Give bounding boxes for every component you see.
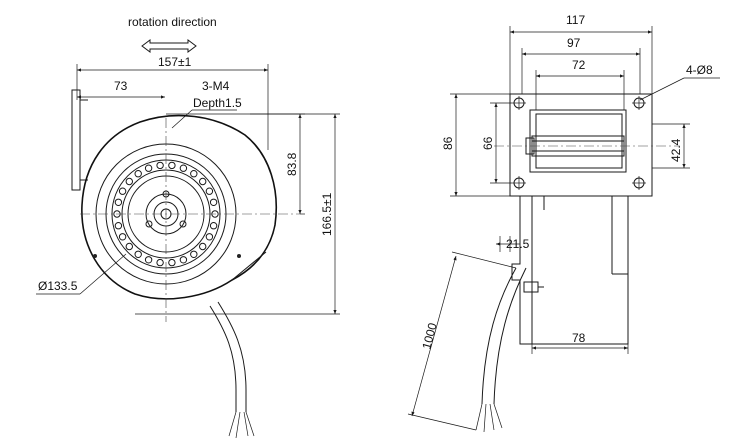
vent-hole [190,170,198,178]
dim-side-42: 42.4 [669,138,683,162]
dim-side-72: 72 [572,58,586,72]
vent-hole [199,242,207,251]
vent-hole [114,222,123,230]
dim-total-height-166: 166.5±1 [320,192,334,236]
dim-side-117: 117 [566,13,585,27]
vent-hole [190,250,198,259]
holes-label: 3-M4 [202,79,230,93]
vent-hole [134,250,142,259]
dim-side-78: 78 [572,331,586,345]
vent-hole [179,164,188,172]
mount-holes-label: 4-Ø8 [686,63,713,77]
vent-hole [205,233,214,241]
dim-side-66: 66 [481,136,495,150]
dim-cable-1000: 1000 [419,321,440,351]
vent-hole [114,198,123,207]
vent-hole [156,161,164,170]
vent-hole [144,256,153,264]
dim-side-97: 97 [567,36,581,50]
vent-hole [209,222,218,230]
dim-side-21: 21.5 [506,237,530,251]
vent-hole [168,258,176,267]
vent-hole [156,258,164,267]
vent-hole [118,233,127,241]
side-view: 117 97 72 4-Ø8 [407,13,720,433]
dim-side-86: 86 [441,136,455,150]
dim-hub-height-83: 83.8 [285,152,299,176]
vent-hole [144,164,153,172]
vent-hole [209,198,218,207]
front-view: rotation direction 157±1 73 3-M4 Depth1.… [36,15,340,439]
vent-hole [179,256,188,264]
rotation-arrow-icon [141,39,197,53]
vent-hole [118,187,127,195]
vent-hole [199,177,207,186]
vent-hole [125,177,134,186]
dim-hub-offset-73: 73 [114,79,128,93]
diameter-label: Ø133.5 [38,279,78,293]
rotation-direction-label: rotation direction [128,15,217,29]
dim-width-157: 157±1 [158,55,192,69]
vent-hole [134,170,142,178]
vent-hole [205,187,214,195]
depth-label: Depth1.5 [193,96,242,110]
rotor-vents [113,161,219,267]
vent-hole [168,161,176,170]
vent-hole [125,242,134,251]
